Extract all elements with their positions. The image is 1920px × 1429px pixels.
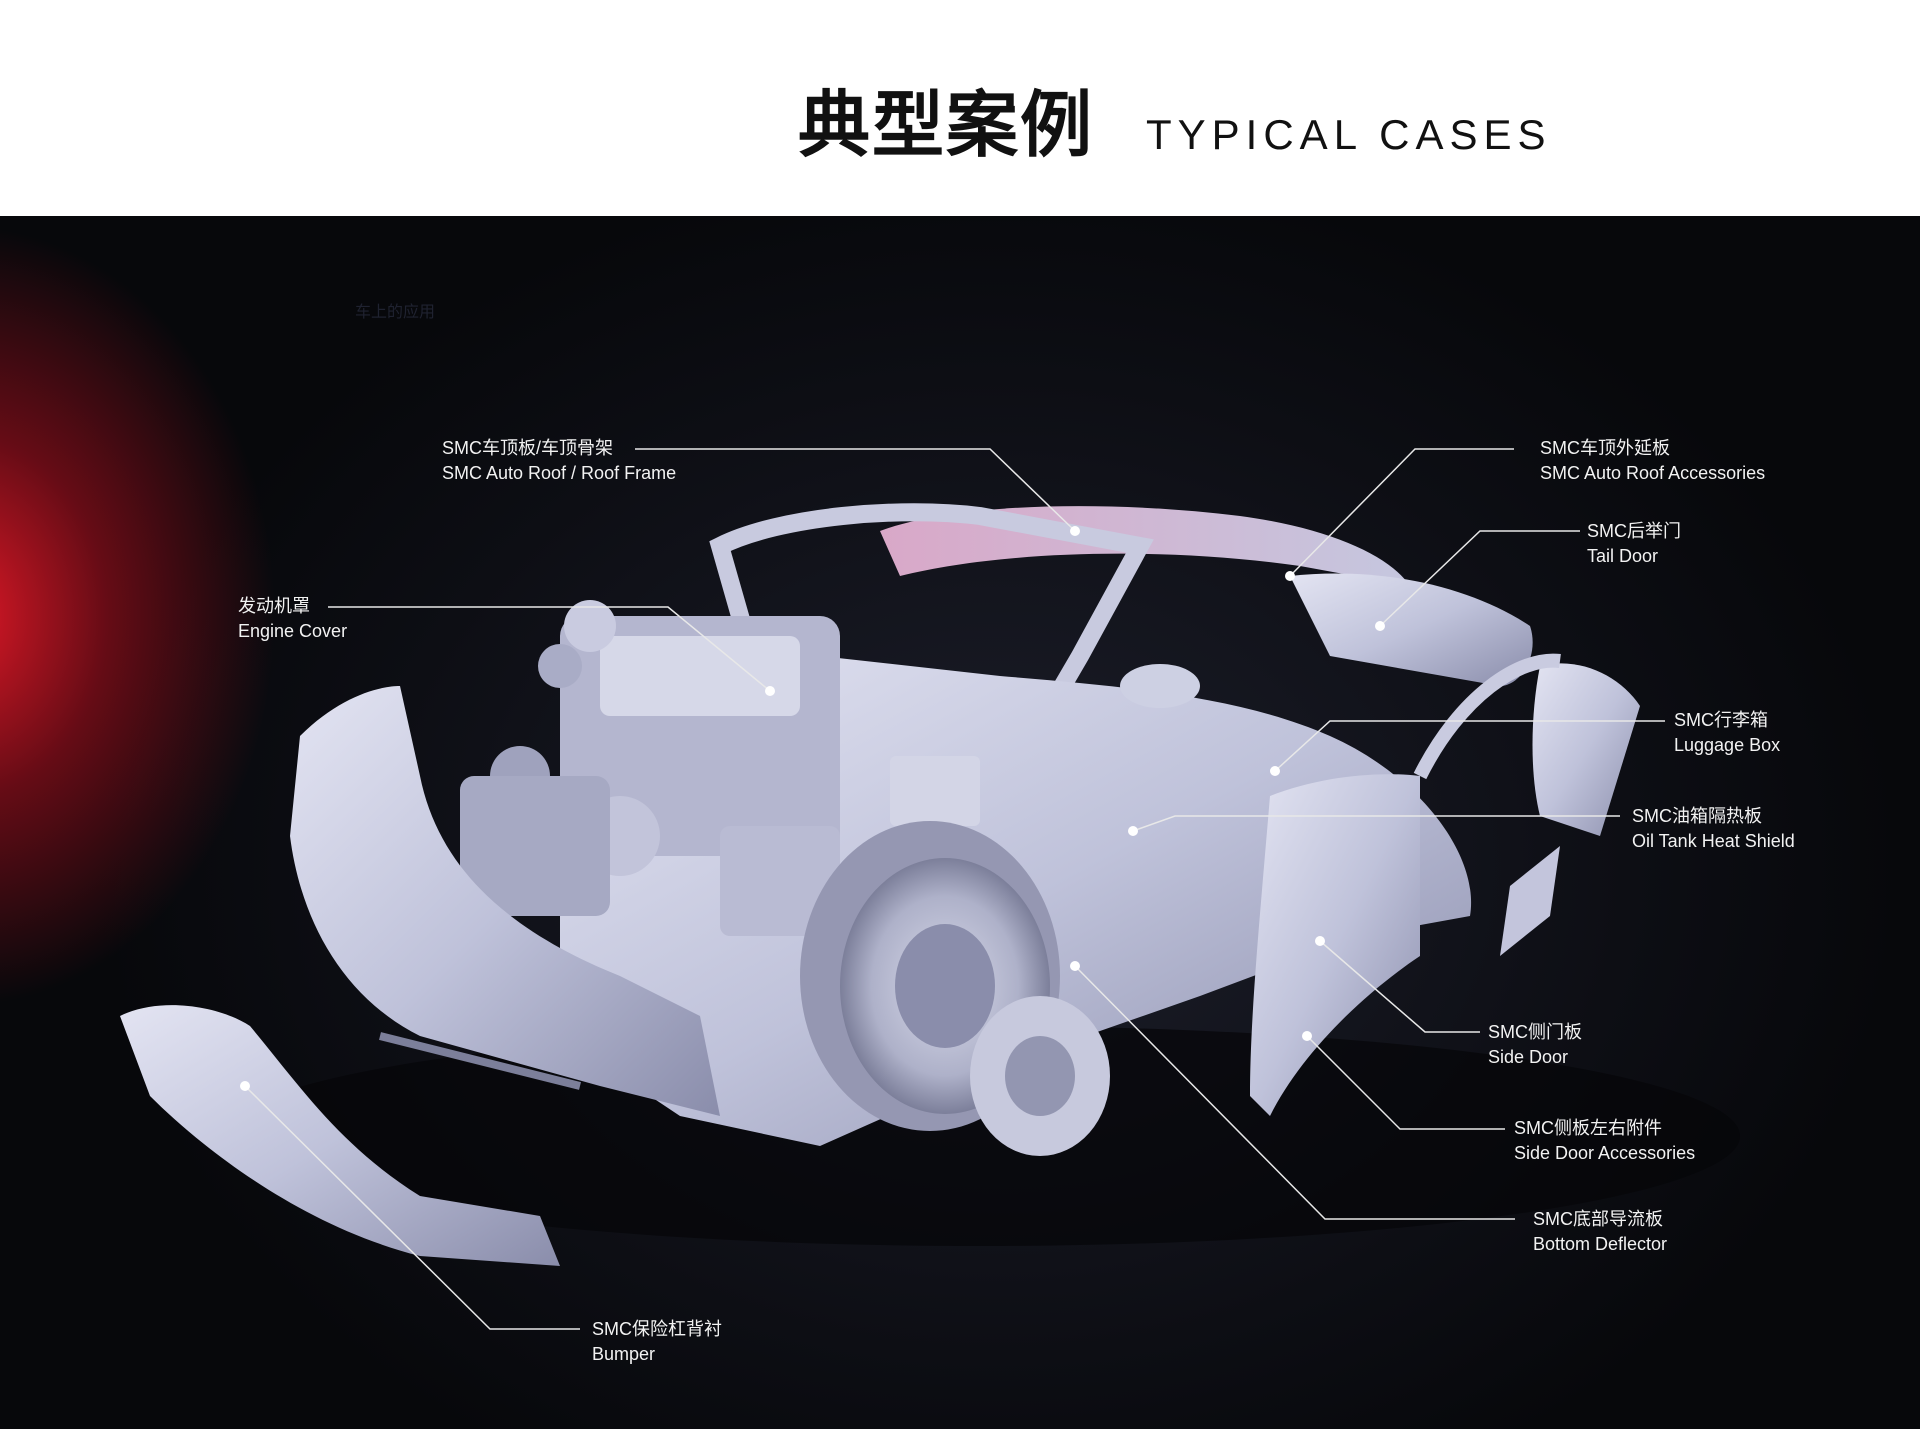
- page-title-zh: 典型案例: [798, 83, 1095, 167]
- callout-side-door: SMC侧门板 Side Door: [1488, 1020, 1582, 1070]
- callout-engine-cover-zh: 发动机罩: [238, 596, 310, 616]
- callout-bumper: SMC保险杠背衬 Bumper: [592, 1317, 722, 1367]
- callout-oil-tank-en: Oil Tank Heat Shield: [1632, 831, 1795, 851]
- callout-roof-en: SMC Auto Roof / Roof Frame: [442, 463, 677, 483]
- front-fascia: [290, 686, 720, 1116]
- callout-side-door-acc-en: Side Door Accessories: [1514, 1143, 1696, 1163]
- callout-oil-tank-zh: SMC油箱隔热板: [1632, 806, 1762, 826]
- callout-tail-door-zh: SMC后举门: [1587, 521, 1681, 541]
- callout-side-door-en: Side Door: [1488, 1047, 1569, 1067]
- page-title-en: TYPICAL CASES: [1146, 111, 1552, 158]
- callout-side-door-acc: SMC侧板左右附件 Side Door Accessories: [1514, 1116, 1695, 1166]
- callout-bumper-zh: SMC保险杠背衬: [592, 1319, 722, 1339]
- callout-bottom-zh: SMC底部导流板: [1533, 1209, 1663, 1229]
- callout-roof-acc: SMC车顶外延板 SMC Auto Roof Accessories: [1540, 436, 1765, 486]
- callout-roof-acc-zh: SMC车顶外延板: [1540, 438, 1670, 458]
- tail-door-panel: [1290, 573, 1533, 686]
- callout-side-door-acc-zh: SMC侧板左右附件: [1514, 1118, 1662, 1138]
- callout-bumper-en: Bumper: [592, 1344, 656, 1364]
- callout-roof: SMC车顶板/车顶骨架 SMC Auto Roof / Roof Frame: [442, 436, 676, 486]
- callout-luggage-zh: SMC行李箱: [1674, 710, 1768, 730]
- callout-tail-door-en: Tail Door: [1587, 546, 1659, 566]
- callout-engine-cover: 发动机罩 Engine Cover: [238, 594, 347, 644]
- headlight-strip: [379, 1032, 581, 1090]
- callout-engine-cover-en: Engine Cover: [238, 621, 348, 641]
- callout-side-door-zh: SMC侧门板: [1488, 1022, 1582, 1042]
- callout-luggage-en: Luggage Box: [1674, 735, 1781, 755]
- side-fragment: [1500, 846, 1560, 956]
- side-mirror: [1120, 664, 1200, 708]
- page-header: 典型案例 TYPICAL CASES: [0, 0, 1920, 216]
- callout-luggage: SMC行李箱 Luggage Box: [1674, 708, 1780, 758]
- callout-roof-zh: SMC车顶板/车顶骨架: [442, 438, 613, 458]
- callout-tail-door: SMC后举门 Tail Door: [1587, 519, 1681, 569]
- car-showcase: 车上的应用 SMC车顶板/车顶骨架 SMC: [0, 216, 1920, 1429]
- callout-oil-tank: SMC油箱隔热板 Oil Tank Heat Shield: [1632, 804, 1795, 854]
- exploded-car-illustration: [120, 503, 1740, 1266]
- callout-bottom-en: Bottom Deflector: [1533, 1234, 1668, 1254]
- luggage-box-panel: [1532, 663, 1640, 836]
- stage-sub-label: 车上的应用: [355, 302, 436, 321]
- callout-bottom: SMC底部导流板 Bottom Deflector: [1533, 1207, 1667, 1257]
- callout-roof-acc-en: SMC Auto Roof Accessories: [1540, 463, 1766, 483]
